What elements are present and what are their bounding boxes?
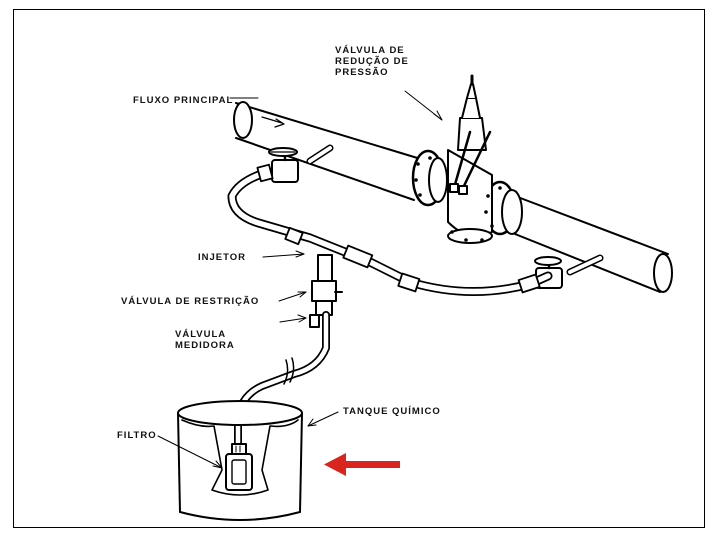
label-main-flow: FLUXO PRINCIPAL xyxy=(133,95,234,106)
label-chemical-tank: TANQUE QUÍMICO xyxy=(343,406,441,417)
label-injector: INJETOR xyxy=(198,252,247,263)
main-pipe-left xyxy=(233,101,425,201)
label-restriction-valve: VÁLVULA DE RESTRIÇÃO xyxy=(121,296,260,307)
label-pressure-reducing-valve: VÁLVULA DE REDUÇÃO DE PRESSÃO xyxy=(335,45,409,78)
label-filter: FILTRO xyxy=(117,430,157,441)
injector-assembly xyxy=(309,254,343,328)
outlet-gate-valve xyxy=(534,254,604,289)
filter xyxy=(225,443,253,491)
suction-tube xyxy=(234,311,330,454)
pressure-reducing-valve xyxy=(411,74,523,244)
inlet-gate-valve xyxy=(268,144,334,183)
red-indicator-arrow xyxy=(324,453,400,476)
diagram-frame xyxy=(13,9,705,528)
bypass-tubing xyxy=(227,163,553,296)
leader-lines xyxy=(157,90,443,469)
label-metering-valve: VÁLVULA MEDIDORA xyxy=(175,329,235,351)
chemical-tank xyxy=(177,400,303,521)
